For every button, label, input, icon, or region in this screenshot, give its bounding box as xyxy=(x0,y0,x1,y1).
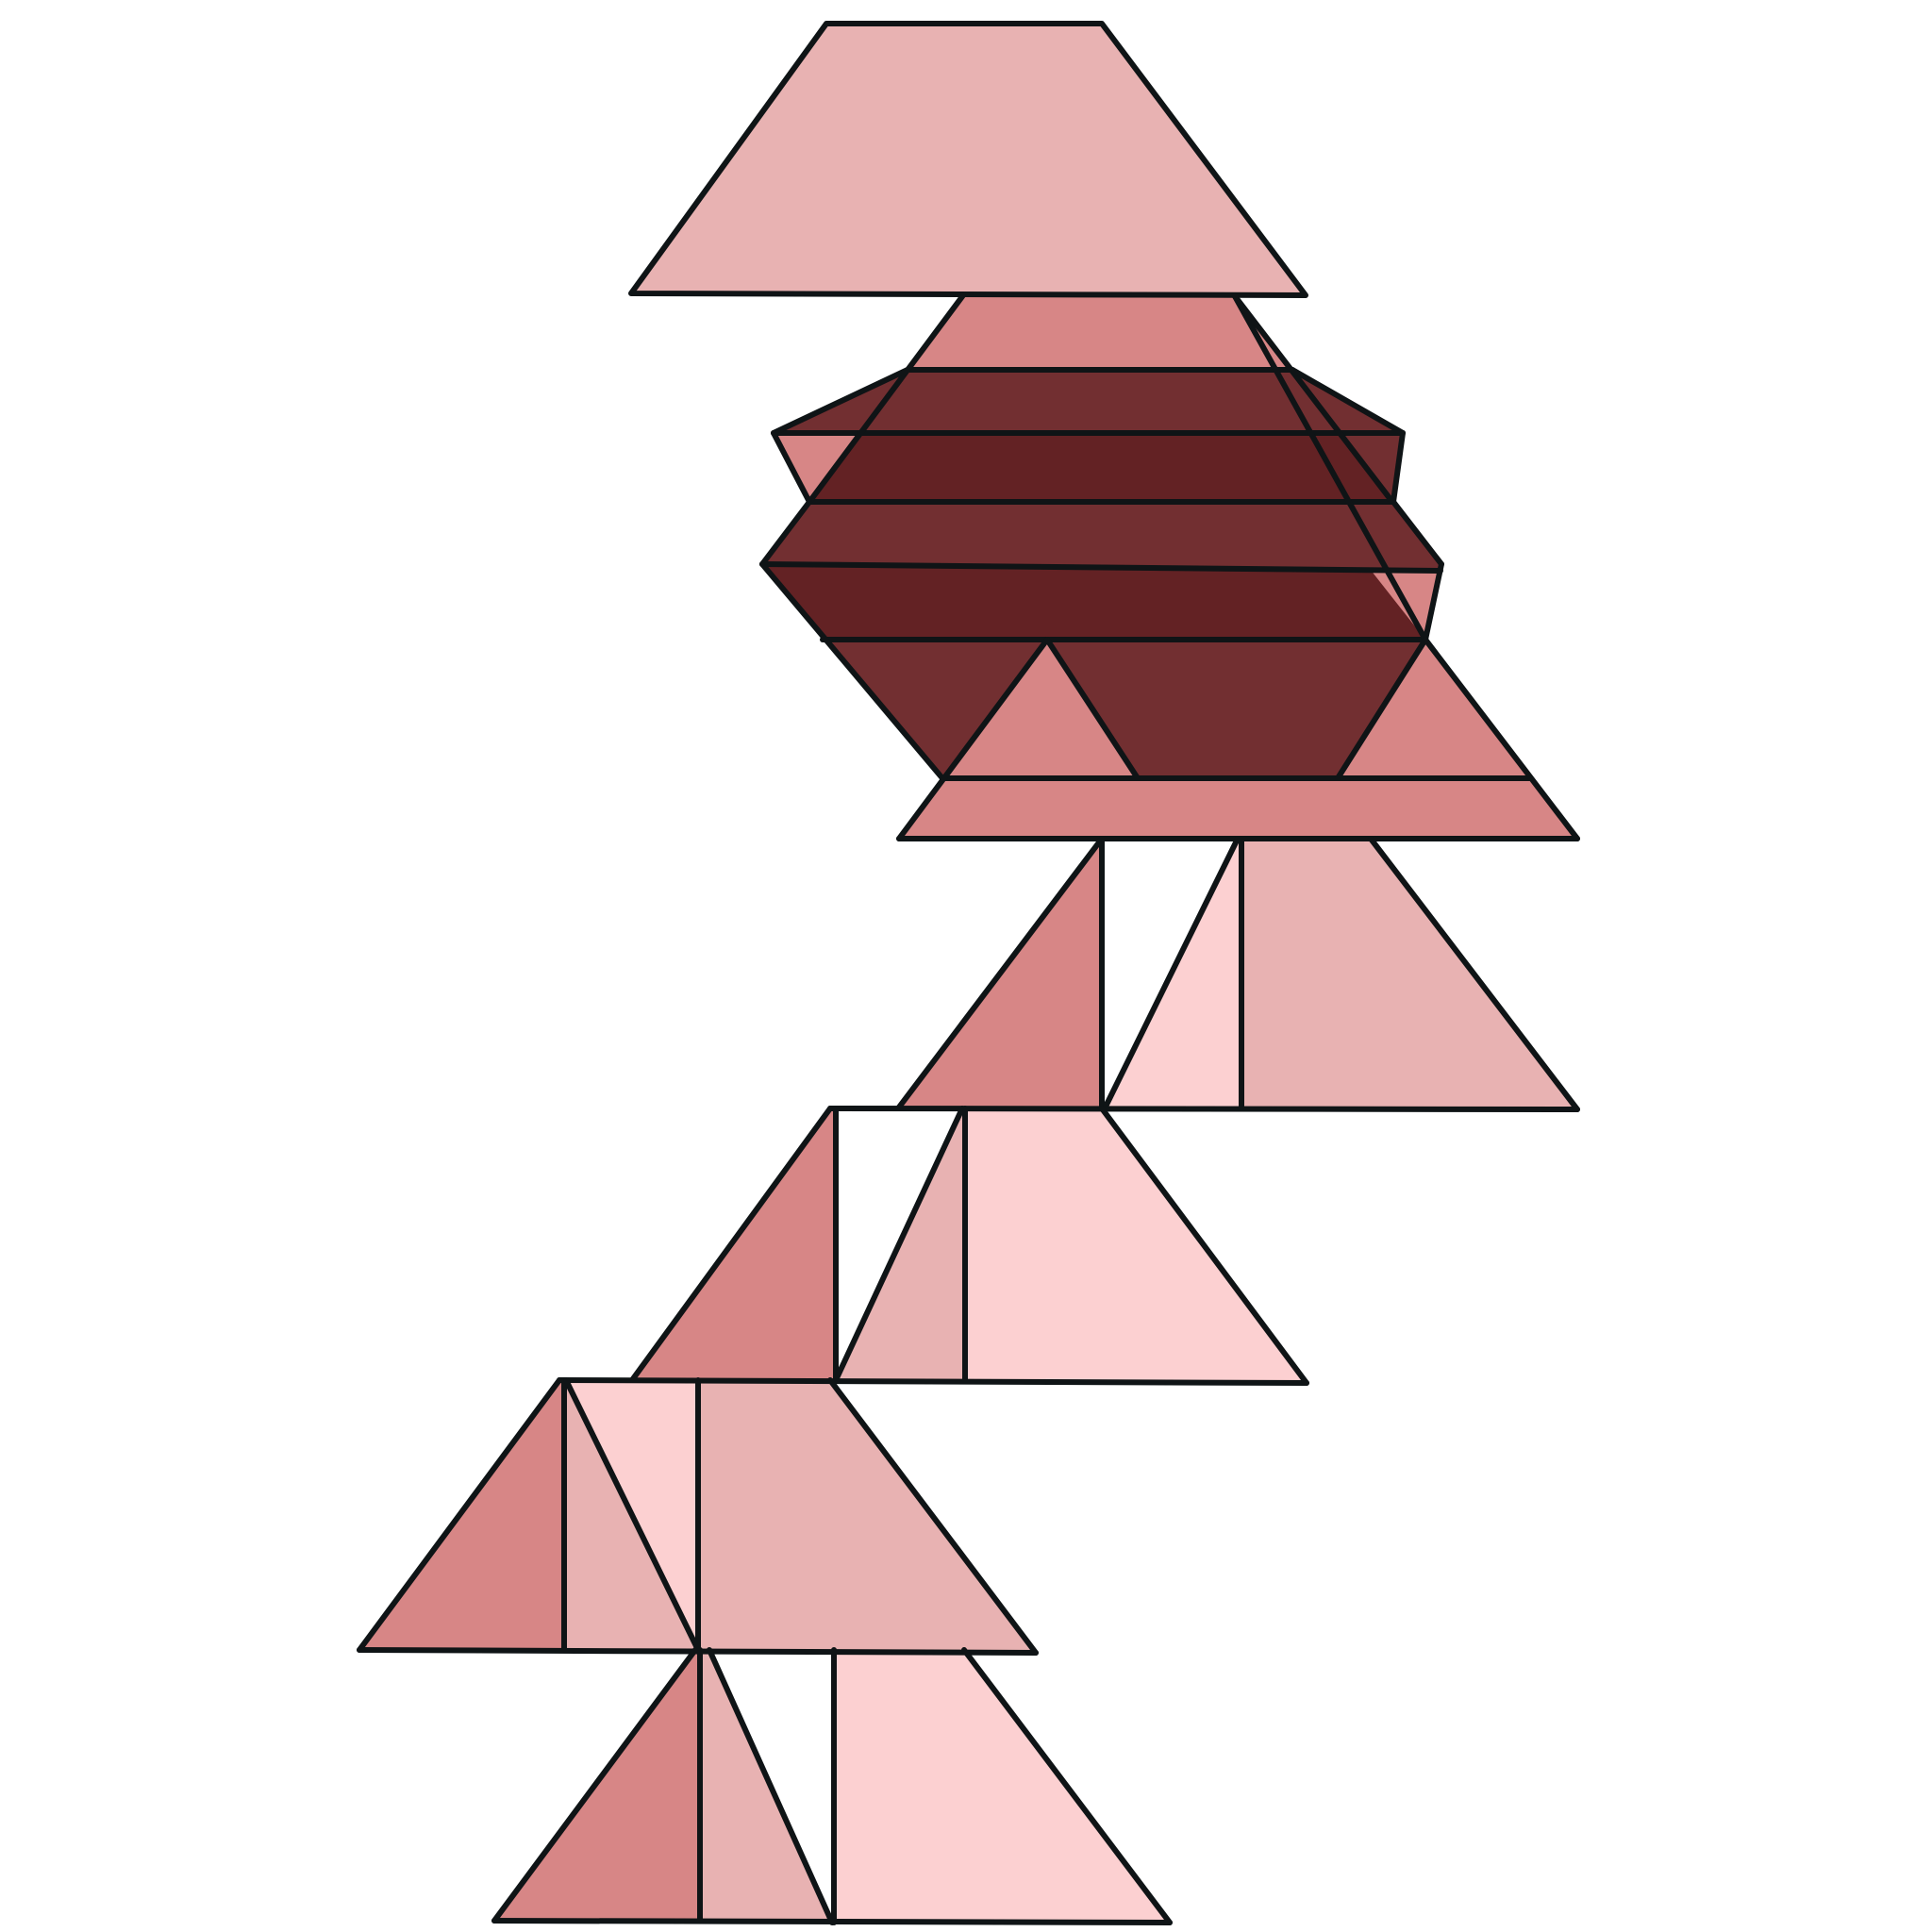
outline-line xyxy=(896,637,1050,841)
outline-line xyxy=(629,1106,833,1383)
outline-line xyxy=(833,1106,965,1383)
band-4-maroon xyxy=(762,502,1441,571)
outline-line xyxy=(1232,293,1428,642)
outline-line xyxy=(827,1106,1580,1112)
band-3-deep-maroon xyxy=(809,433,1393,502)
inner-triangle-salmon-left xyxy=(943,640,1138,778)
outline-line xyxy=(491,1918,1173,1925)
tier3-right-pale xyxy=(698,1380,1036,1653)
outline-line xyxy=(491,1647,698,1924)
top-trapezoid xyxy=(631,24,1306,295)
outline-line xyxy=(1423,637,1580,841)
outline-line xyxy=(771,430,812,505)
tier1-right-pale xyxy=(1241,839,1577,1109)
outline-line xyxy=(1102,836,1241,1111)
outline-line xyxy=(357,1377,562,1653)
maroon-cluster xyxy=(762,295,1577,839)
tier4-right-blush xyxy=(834,1650,1170,1923)
left-wing-salmon xyxy=(774,433,860,502)
outline-line xyxy=(1099,1106,1309,1386)
outline-line xyxy=(1391,430,1406,505)
outline-line xyxy=(961,1647,1173,1925)
outline-line xyxy=(759,499,812,567)
outline-line xyxy=(707,1647,835,1925)
outline-line xyxy=(827,1377,1039,1656)
outline-line xyxy=(1044,637,1141,781)
inner-triangle-salmon-right xyxy=(1338,640,1530,778)
outline-line xyxy=(563,1377,701,1653)
outline-top-trapezoid xyxy=(628,21,1308,298)
outline-line xyxy=(1232,293,1395,505)
outline-line xyxy=(759,561,945,781)
band-7-salmon xyxy=(899,778,1577,839)
band-5-deep-maroon xyxy=(762,564,1441,640)
top-trapezoid-group xyxy=(631,24,1306,295)
outline-line xyxy=(771,367,910,436)
tier2-right-blush xyxy=(965,1108,1307,1383)
outline-line xyxy=(807,292,966,505)
outline-line xyxy=(895,836,1105,1111)
band-1-salmon xyxy=(908,295,1292,370)
outline-line xyxy=(1423,561,1444,642)
outline-line xyxy=(759,561,1443,574)
outline-line xyxy=(1391,499,1444,567)
outline-line xyxy=(557,1377,1309,1386)
outline-line xyxy=(1368,836,1580,1112)
outline-line xyxy=(1290,367,1406,436)
outline-line xyxy=(1335,637,1428,781)
outline-strokes xyxy=(357,21,1580,1925)
